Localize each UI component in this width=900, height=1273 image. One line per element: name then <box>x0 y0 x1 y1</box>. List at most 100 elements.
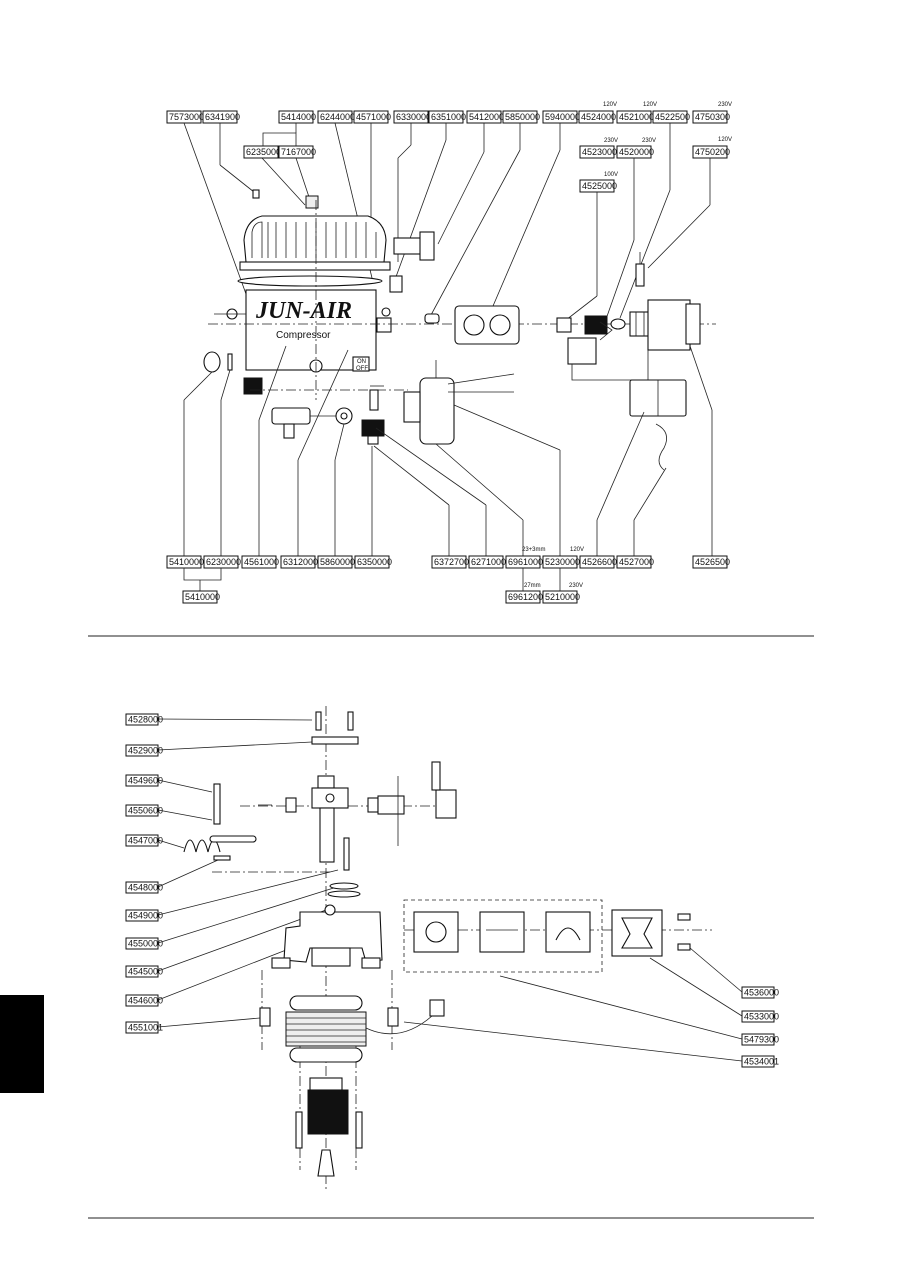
svg-text:4550600: 4550600 <box>128 805 163 815</box>
crankcase <box>271 904 383 969</box>
part-number-4524000[interactable]: 4524000 <box>578 110 616 124</box>
svg-text:6330000: 6330000 <box>396 112 431 122</box>
part-number-4529000[interactable]: 4529000 <box>125 744 163 757</box>
part-number-4548000[interactable]: 4548000 <box>125 881 163 894</box>
part-number-4549600[interactable]: 4549600 <box>125 774 163 787</box>
part-number-5230000[interactable]: 5230000 <box>542 555 580 569</box>
part-number-6235000[interactable]: 6235000 <box>243 145 281 159</box>
part-number-4571000[interactable]: 4571000 <box>353 110 391 124</box>
svg-text:4526500: 4526500 <box>695 557 730 567</box>
part-number-4521000[interactable]: 4521000 <box>616 110 654 124</box>
part-number-6350000[interactable]: 6350000 <box>354 555 392 569</box>
svg-text:7573000: 7573000 <box>169 112 204 122</box>
part-number-5479300[interactable]: 5479300 <box>741 1033 779 1046</box>
svg-text:4545000: 4545000 <box>128 966 163 976</box>
size-label: 27mm <box>524 583 541 589</box>
switch-off-label: OFF <box>356 366 368 372</box>
part-number-4527000[interactable]: 4527000 <box>616 555 654 569</box>
part-number-5850000[interactable]: 5850000 <box>502 110 540 124</box>
svg-text:4528000: 4528000 <box>128 714 163 724</box>
part-number-4522500[interactable]: 4522500 <box>652 110 690 124</box>
valve-head <box>258 761 457 863</box>
part-number-4547000[interactable]: 4547000 <box>125 834 163 847</box>
part-number-6230000[interactable]: 6230000 <box>203 555 241 569</box>
part-number-6961000[interactable]: 6961000 <box>505 555 543 569</box>
voltage-label: 120V <box>570 547 584 553</box>
voltage-label: 100V <box>604 172 618 178</box>
svg-text:6235000: 6235000 <box>246 147 281 157</box>
part-number-5860000[interactable]: 5860000 <box>317 555 355 569</box>
size-label: 23+3mm <box>522 547 546 553</box>
wire <box>655 423 668 471</box>
part-number-6351000[interactable]: 6351000 <box>428 110 466 124</box>
valve-plates <box>413 911 591 953</box>
svg-text:6372700: 6372700 <box>434 557 469 567</box>
compressor-body: JUN-AIR Compressor ON OFF <box>214 289 391 395</box>
part-number-group-5410000[interactable]: 5410000 <box>182 590 220 604</box>
svg-text:6271000: 6271000 <box>471 557 506 567</box>
part-number-7167000[interactable]: 7167000 <box>278 145 316 159</box>
part-number-4750300[interactable]: 4750300 <box>692 110 730 124</box>
svg-text:7167000: 7167000 <box>281 147 316 157</box>
svg-text:4529000: 4529000 <box>128 745 163 755</box>
compressor-label: Compressor <box>276 330 331 341</box>
svg-text:4524000: 4524000 <box>581 112 616 122</box>
part-number-6312000[interactable]: 6312000 <box>280 555 318 569</box>
part-number-6341900[interactable]: 6341900 <box>202 110 240 124</box>
part-number-4545000[interactable]: 4545000 <box>125 965 163 978</box>
part-number-5412000[interactable]: 5412000 <box>466 110 504 124</box>
part-number-4750200[interactable]: 4750200 <box>692 145 730 159</box>
part-number-6330000[interactable]: 6330000 <box>393 110 431 124</box>
electrical-unit <box>556 252 701 381</box>
part-number-5940000[interactable]: 5940000 <box>542 110 580 124</box>
part-number-4551001[interactable]: 4551001 <box>125 1021 163 1034</box>
part-number-5210000[interactable]: 5210000 <box>542 590 580 604</box>
valve-plate-group <box>403 899 603 973</box>
svg-text:4536000: 4536000 <box>744 987 779 997</box>
svg-text:4546000: 4546000 <box>128 995 163 1005</box>
part-number-4549000[interactable]: 4549000 <box>125 909 163 922</box>
svg-text:4526600: 4526600 <box>582 557 617 567</box>
part-number-4528000[interactable]: 4528000 <box>125 713 163 726</box>
svg-text:5410000: 5410000 <box>169 557 204 567</box>
cooling-cover <box>239 189 391 271</box>
part-number-6244000[interactable]: 6244000 <box>317 110 355 124</box>
part-number-4550600[interactable]: 4550600 <box>125 804 163 817</box>
part-number-4533000[interactable]: 4533000 <box>741 1010 779 1023</box>
part-number-4534001[interactable]: 4534001 <box>741 1055 779 1068</box>
svg-text:4750200: 4750200 <box>695 147 730 157</box>
part-number-6372700[interactable]: 6372700 <box>431 555 469 569</box>
svg-text:4571000: 4571000 <box>356 112 391 122</box>
svg-text:6230000: 6230000 <box>206 557 241 567</box>
part-number-4550000[interactable]: 4550000 <box>125 937 163 950</box>
part-number-4520000[interactable]: 4520000 <box>616 145 654 159</box>
svg-text:4521000: 4521000 <box>619 112 654 122</box>
gasket <box>237 275 383 287</box>
svg-text:4549600: 4549600 <box>128 775 163 785</box>
switch-on-label: ON <box>357 359 366 365</box>
part-number-4523000[interactable]: 4523000 <box>579 145 617 159</box>
part-number-4561000[interactable]: 4561000 <box>241 555 279 569</box>
part-number-5414000[interactable]: 5414000 <box>278 110 316 124</box>
part-number-4526500[interactable]: 4526500 <box>692 555 730 569</box>
part-number-5410000[interactable]: 5410000 <box>166 555 204 569</box>
svg-text:4561000: 4561000 <box>244 557 279 567</box>
svg-text:5230000: 5230000 <box>545 557 580 567</box>
part-number-7573000[interactable]: 7573000 <box>166 110 204 124</box>
svg-text:4549000: 4549000 <box>128 910 163 920</box>
voltage-label: 230V <box>604 138 618 144</box>
part-number-4526600[interactable]: 4526600 <box>579 555 617 569</box>
svg-text:5860000: 5860000 <box>320 557 355 567</box>
svg-text:5410000: 5410000 <box>185 592 220 602</box>
part-number-6961200[interactable]: 6961200 <box>505 590 543 604</box>
svg-text:4523000: 4523000 <box>582 147 617 157</box>
svg-text:4551001: 4551001 <box>128 1022 163 1032</box>
part-number-6271000[interactable]: 6271000 <box>468 555 506 569</box>
voltage-label: 230V <box>569 583 583 589</box>
part-number-4546000[interactable]: 4546000 <box>125 994 163 1007</box>
section-tab <box>0 995 44 1093</box>
part-number-4525000[interactable]: 4525000 <box>579 179 617 193</box>
voltage-label: 120V <box>643 102 657 108</box>
part-number-4536000[interactable]: 4536000 <box>741 986 779 999</box>
